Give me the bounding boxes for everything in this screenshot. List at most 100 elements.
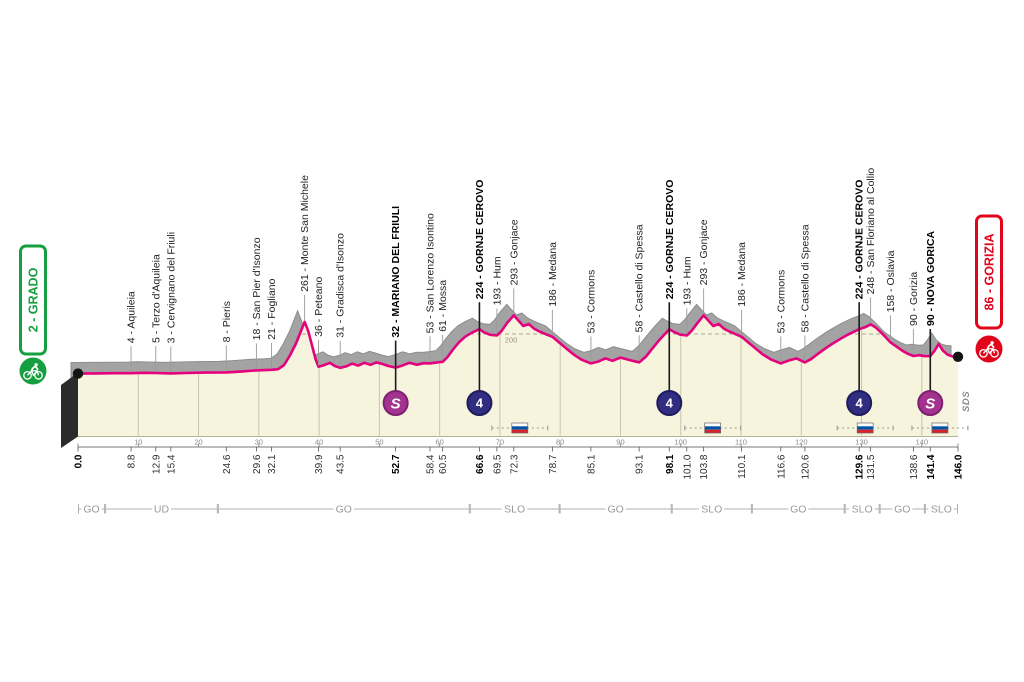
waypoint-label: 4 - Aquileia [126, 291, 138, 343]
distance-label: 141.4 [926, 454, 937, 479]
distance-label: 138.6 [909, 454, 920, 479]
axis-tick-label: 10 [134, 438, 142, 447]
region-segment: GO [559, 501, 672, 518]
route-line [76, 314, 960, 375]
start-badge: 2 - GRADO [19, 244, 47, 385]
distance-label: 110.1 [737, 454, 748, 479]
distance-label: 93.1 [635, 454, 646, 474]
finish-dot [952, 351, 964, 362]
distance-label: 101.0 [682, 454, 693, 479]
waypoint-label: 36 - Peteano [313, 277, 325, 337]
sprint-marker: S [382, 390, 409, 416]
waypoint-label: 261 - Monte San Michele [299, 175, 311, 292]
cat4-marker-number: 4 [856, 396, 864, 411]
flag-stripe-blue [511, 426, 528, 430]
flag-stripe-red [511, 429, 528, 433]
waypoint-label: 53 - San Lorenzo Isontino [425, 213, 437, 333]
waypoint-label: 90 - NOVA GORICA [925, 230, 937, 326]
distance-label: 43.5 [336, 454, 347, 474]
region-segment: SLO [671, 501, 752, 518]
cat4-marker-number: 4 [476, 396, 484, 411]
distance-label: 12.9 [151, 454, 162, 474]
start-badge-frame [19, 244, 47, 356]
distance-label: 58.4 [426, 454, 437, 474]
flag-border [856, 422, 874, 434]
region-segment: GO [78, 501, 106, 518]
sprint-marker: S [917, 390, 944, 416]
region-segment: GO [879, 501, 925, 518]
sprint-marker-letter: S [925, 396, 935, 413]
cat4-climb-marker: 4 [846, 390, 873, 416]
waypoint-label: 193 - Hum [491, 256, 503, 305]
region-label: SLO [504, 504, 525, 516]
region-label: GO [83, 504, 99, 516]
distance-label: 8.8 [127, 454, 138, 468]
waypoint-label: 193 - Hum [681, 256, 693, 305]
border-crossing-marker [836, 422, 894, 434]
finish-badge-label: 86 - GORIZIA [983, 233, 997, 310]
waypoint-label: 224 - GORNJE CEROVO [474, 180, 486, 300]
waypoint-label: 158 - Oslavia [885, 250, 897, 312]
distance-label: 39.9 [314, 454, 325, 474]
waypoint-label: 248 - San Floriano al Collio [865, 168, 877, 295]
cat4-marker-circle [466, 390, 493, 416]
axis-tick-label: 40 [315, 438, 323, 447]
axis-tick-label: 60 [435, 438, 443, 447]
cat4-climb-marker: 4 [466, 390, 493, 416]
distance-label: 120.6 [800, 454, 811, 479]
region-label: SLO [931, 504, 952, 516]
distance-label: 29.6 [252, 454, 263, 474]
flag-stripe-red [931, 429, 948, 433]
distance-label: 69.5 [492, 454, 503, 474]
waypoint-label: 3 - Cervignano del Friuli [165, 232, 177, 343]
waypoint-label: 58 - Castello di Spessa [634, 224, 646, 332]
flag-stripe-blue [857, 426, 874, 430]
waypoint-label: 8 - Pieris [221, 301, 233, 342]
start-badge-label: 2 - GRADO [27, 267, 41, 332]
credits-logo: SDS [961, 391, 972, 412]
distance-label: 85.1 [586, 454, 597, 474]
distance-label: 78.7 [548, 454, 559, 474]
axis-tick-label: 70 [496, 438, 504, 447]
distance-label: 52.7 [391, 454, 402, 474]
region-label: GO [607, 504, 623, 516]
border-crossing-marker [684, 422, 742, 434]
axis-tick-label: 90 [616, 438, 624, 447]
waypoint-label: 90 - Gorizia [908, 272, 920, 326]
region-label: UD [154, 504, 170, 516]
waypoint-label: 186 - Medana [547, 242, 559, 307]
flag-border [704, 422, 722, 434]
elevation-gridline-label: 200 [505, 336, 518, 345]
finish-badge: 86 - GORIZIA [975, 214, 1003, 363]
waypoint-label: 224 - GORNJE CEROVO [854, 180, 866, 300]
flag-stripe-red [857, 429, 874, 433]
flag-border [931, 422, 949, 434]
distance-label: 116.6 [776, 454, 787, 479]
distance-label: 60.5 [438, 454, 449, 474]
axis-tick-label: 100 [674, 438, 687, 447]
flag-stripe-blue [931, 426, 948, 430]
axis-tick-label: 120 [795, 438, 808, 447]
waypoint-label: 53 - Cormons [585, 270, 597, 334]
axis-tick-label: 30 [255, 438, 263, 447]
region-segment: SLO [844, 501, 880, 518]
distance-label: 32.1 [267, 454, 278, 474]
axis-tick-label: 140 [916, 438, 929, 447]
start-dot [72, 368, 84, 379]
cat4-marker-circle [656, 390, 683, 416]
region-label: GO [790, 504, 806, 516]
distance-label: 24.6 [222, 454, 233, 474]
distance-label: 0.0 [74, 454, 85, 468]
profile-left-edge [61, 372, 78, 448]
profile-area [78, 315, 958, 436]
waypoint-label: 5 - Terzo d'Aquileia [150, 254, 162, 343]
region-label: GO [894, 504, 910, 516]
region-segment: SLO [469, 501, 560, 518]
flag-stripe-red [704, 429, 721, 433]
distance-label: 146.0 [954, 454, 965, 479]
distance-label: 131.5 [866, 454, 877, 479]
waypoint-label: 186 - Medana [736, 242, 748, 307]
